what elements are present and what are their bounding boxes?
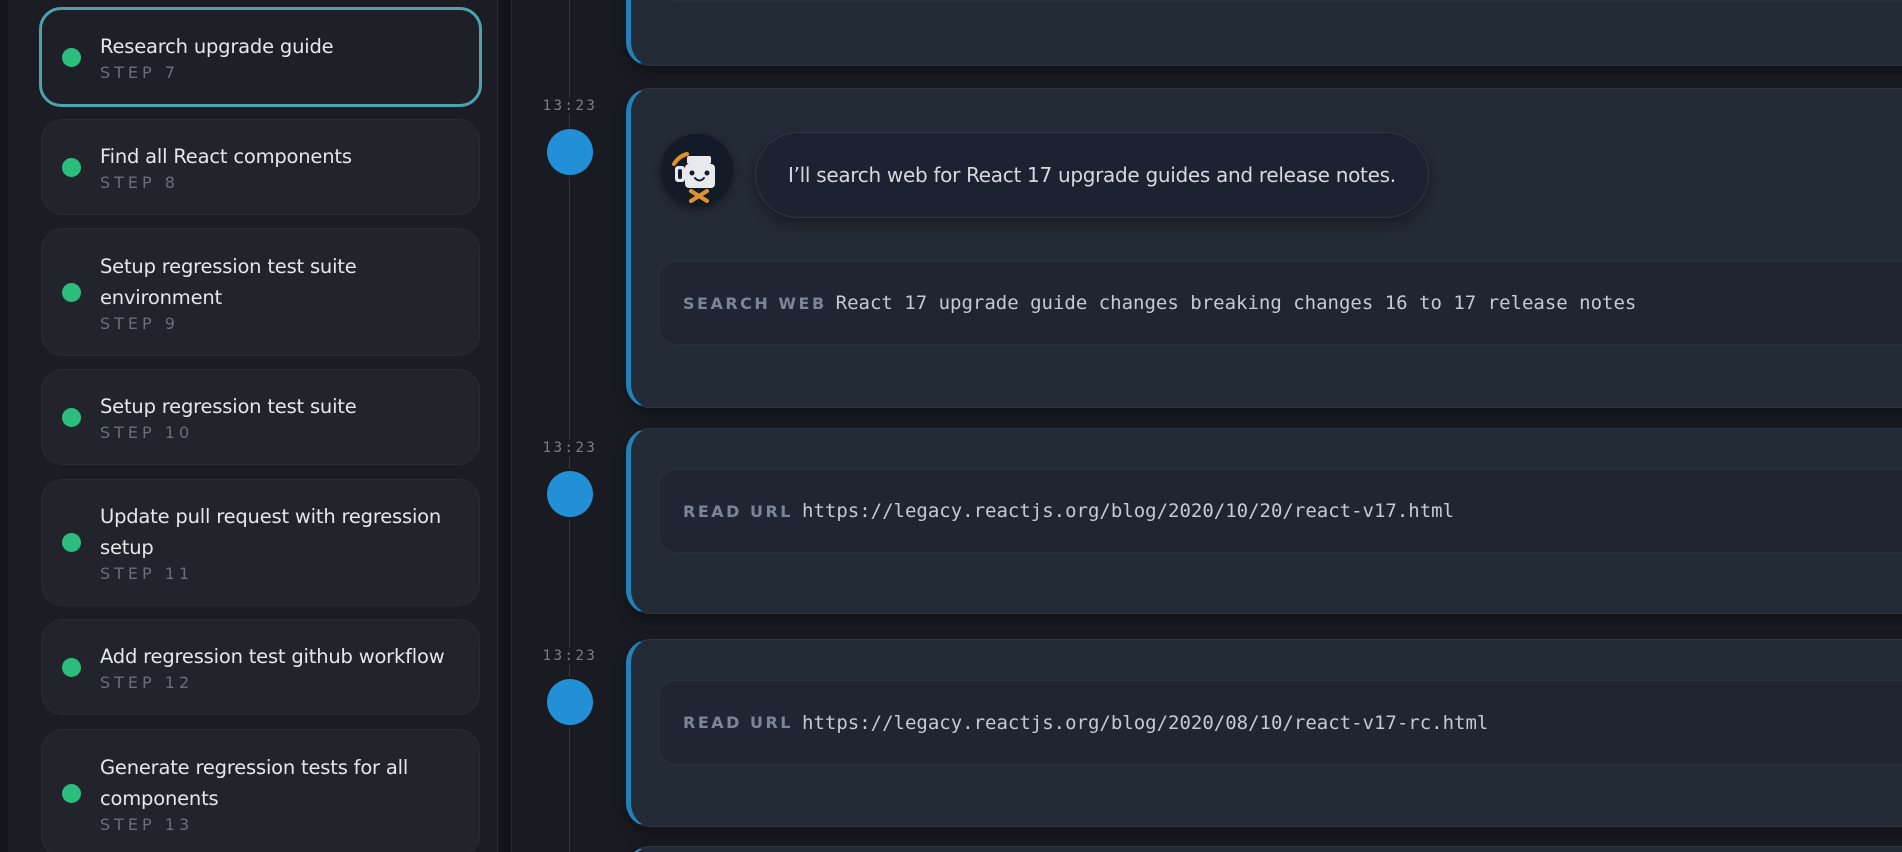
- timeline-line: [569, 0, 570, 852]
- event-card-read-url: READ URL https://legacy.reactjs.org/blog…: [626, 428, 1902, 614]
- tool-label: READ URL: [683, 713, 793, 732]
- step-number: STEP 12: [100, 673, 194, 692]
- step-number: STEP 7: [100, 63, 179, 82]
- timeline-dot-icon: [547, 679, 593, 725]
- step-number: STEP 10: [100, 423, 194, 442]
- url-value[interactable]: https://legacy.reactjs.org/blog/2020/08/…: [802, 711, 1489, 734]
- event-card-search-web: I’ll search web for React 17 upgrade gui…: [626, 88, 1902, 408]
- status-complete-icon: [62, 783, 81, 803]
- status-complete-icon: [62, 657, 81, 677]
- timeline-dot-icon: [547, 471, 593, 517]
- event-card-previous: [626, 0, 1902, 66]
- tool-row-previous: [658, 0, 1902, 1]
- robot-sailor-avatar-icon: [661, 134, 733, 206]
- step-title: Research upgrade guide: [100, 35, 334, 58]
- search-query: React 17 upgrade guide changes breaking …: [835, 292, 1637, 314]
- tool-label: READ URL: [683, 501, 793, 521]
- event-card-next: [626, 846, 1902, 852]
- status-complete-icon: [62, 47, 81, 67]
- step-item-10[interactable]: Setup regression test suite STEP 10: [41, 369, 480, 465]
- step-item-12[interactable]: Add regression test github workflow STEP…: [41, 619, 480, 715]
- event-card-read-url: READ URL https://legacy.reactjs.org/blog…: [626, 639, 1902, 827]
- event-timestamp: 13:23: [540, 98, 600, 114]
- tool-call-read-url[interactable]: READ URL https://legacy.reactjs.org/blog…: [658, 469, 1902, 553]
- step-item-8[interactable]: Find all React components STEP 8: [41, 119, 480, 215]
- step-item-7[interactable]: Research upgrade guide STEP 7: [39, 7, 482, 107]
- status-complete-icon: [62, 282, 81, 302]
- tool-call-search-web[interactable]: SEARCH WEB React 17 upgrade guide change…: [658, 261, 1902, 345]
- tool-label: SEARCH WEB: [683, 293, 827, 313]
- event-timestamp: 13:23: [540, 648, 600, 664]
- step-title: Add regression test github workflow: [100, 645, 445, 668]
- step-title: Setup regression test suite environment: [100, 254, 357, 309]
- step-number: STEP 9: [100, 313, 179, 333]
- step-number: STEP 11: [100, 564, 194, 583]
- tool-call-read-url[interactable]: READ URL https://legacy.reactjs.org/blog…: [658, 680, 1902, 765]
- step-title: Setup regression test suite: [100, 395, 357, 418]
- step-number: STEP 13: [100, 814, 194, 834]
- steps-sidebar: Research upgrade guide STEP 7 Find all R…: [0, 0, 498, 852]
- event-timestamp: 13:23: [540, 440, 600, 456]
- status-complete-icon: [62, 533, 81, 552]
- step-item-13[interactable]: Generate regression tests for all compon…: [41, 729, 480, 852]
- step-title: Update pull request with regression setu…: [100, 505, 442, 559]
- step-item-9[interactable]: Setup regression test suite environment …: [41, 228, 480, 356]
- status-complete-icon: [62, 157, 81, 177]
- step-number: STEP 8: [100, 173, 179, 192]
- status-complete-icon: [62, 407, 81, 427]
- step-title: Find all React components: [100, 145, 352, 168]
- assistant-message-bubble: I’ll search web for React 17 upgrade gui…: [755, 132, 1429, 218]
- timeline-dot-icon: [547, 129, 593, 175]
- step-title: Generate regression tests for all compon…: [100, 755, 409, 810]
- panel-divider[interactable]: [499, 0, 512, 852]
- step-item-11[interactable]: Update pull request with regression setu…: [41, 479, 480, 606]
- url-value[interactable]: https://legacy.reactjs.org/blog/2020/10/…: [802, 500, 1455, 522]
